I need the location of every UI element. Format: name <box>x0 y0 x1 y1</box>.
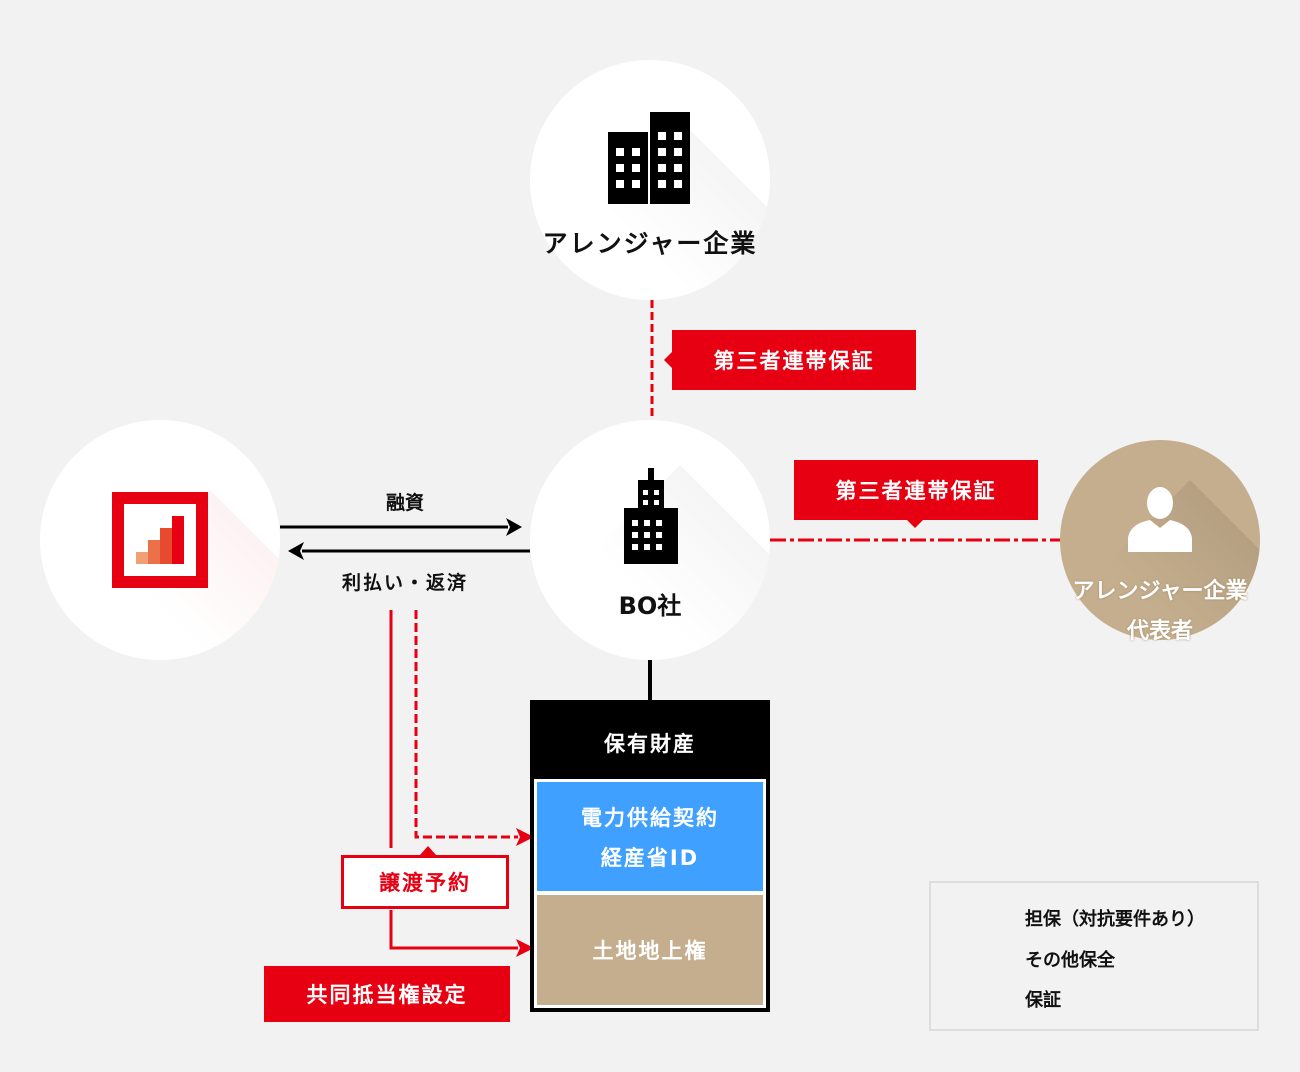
land-block: 土地地上権 <box>534 892 766 1008</box>
legend: 担保（対抗要件あり） その他保全 保証 <box>929 881 1259 1031</box>
loan-label: 融資 <box>385 492 424 514</box>
repayment-label: 利払い・返済 <box>341 572 468 594</box>
joint-mortgage-label: 共同抵当権設定 <box>264 966 510 1022</box>
transfer-reservation-label: 譲渡予約 <box>341 855 509 909</box>
assets-box: 保有財産 電力供給契約 経産省ID 土地地上権 <box>530 700 770 1012</box>
land-label: 土地地上権 <box>592 939 708 963</box>
representative-label: アレンジャー企業 代表者 <box>1040 572 1280 652</box>
person-icon <box>1128 487 1192 552</box>
notch <box>907 520 923 528</box>
legend-item-other: その他保全 <box>1025 950 1115 971</box>
power-contract-block: 電力供給契約 経産省ID <box>534 779 766 894</box>
legend-item-collateral: 担保（対抗要件あり） <box>1025 909 1205 930</box>
bo-building-icon <box>624 468 678 564</box>
assets-title: 保有財産 <box>604 732 696 756</box>
arranger-label: アレンジャー企業 <box>542 229 758 258</box>
office-buildings-icon <box>608 112 690 204</box>
lender-logo-icon <box>112 492 208 588</box>
guarantee-label-right: 第三者連帯保証 <box>794 460 1038 520</box>
representative-line2: 代表者 <box>1126 619 1193 644</box>
notch <box>420 846 436 855</box>
contract-line2: 経産省ID <box>600 846 700 870</box>
bo-label: BO社 <box>618 592 682 620</box>
guarantee-label-top: 第三者連帯保証 <box>672 330 916 390</box>
notch <box>664 352 672 368</box>
contract-line1: 電力供給契約 <box>581 806 719 830</box>
representative-line1: アレンジャー企業 <box>1072 579 1248 604</box>
legend-item-guarantee: 保証 <box>1025 990 1061 1011</box>
